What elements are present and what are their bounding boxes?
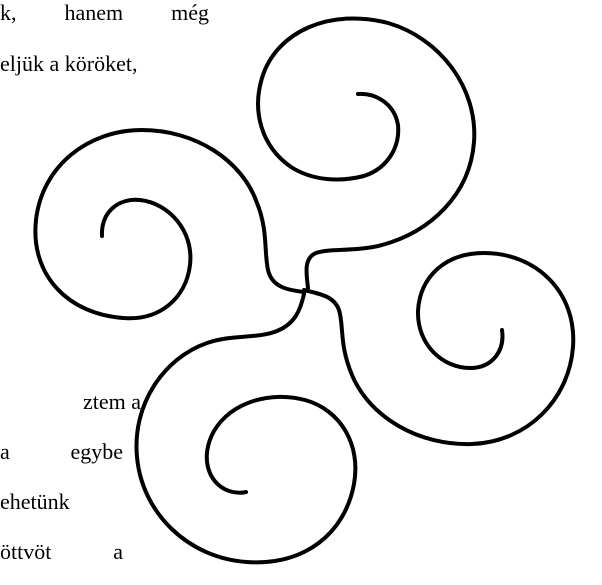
spiral-arm-right [304,253,573,444]
spiral-arm-top-right [258,18,474,288]
spiral-arm-left [35,130,304,318]
spiral-arm-bottom-left [136,294,355,562]
